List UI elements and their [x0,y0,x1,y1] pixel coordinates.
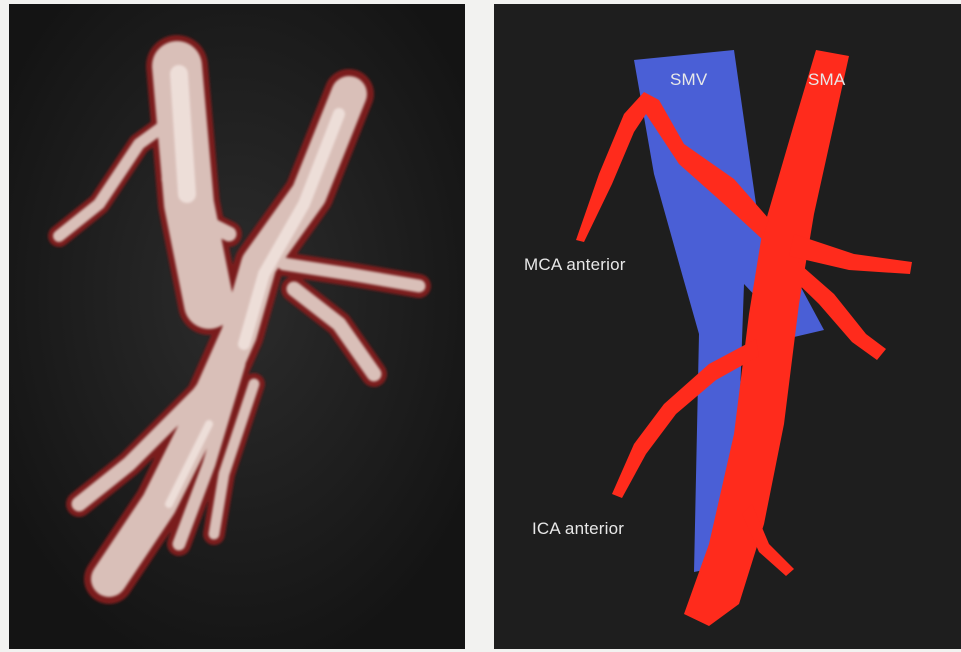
sma-label: SMA [808,70,845,90]
smv-label: SMV [670,70,707,90]
schematic-panel: SMV SMA MCA anterior ICA anterior [494,4,961,649]
volume-rendering-panel [9,4,465,649]
mca-anterior-label: MCA anterior [524,255,626,275]
ica-anterior-label: ICA anterior [532,519,624,539]
vessel-schematic [494,4,961,649]
volume-rendering-image [9,4,465,649]
